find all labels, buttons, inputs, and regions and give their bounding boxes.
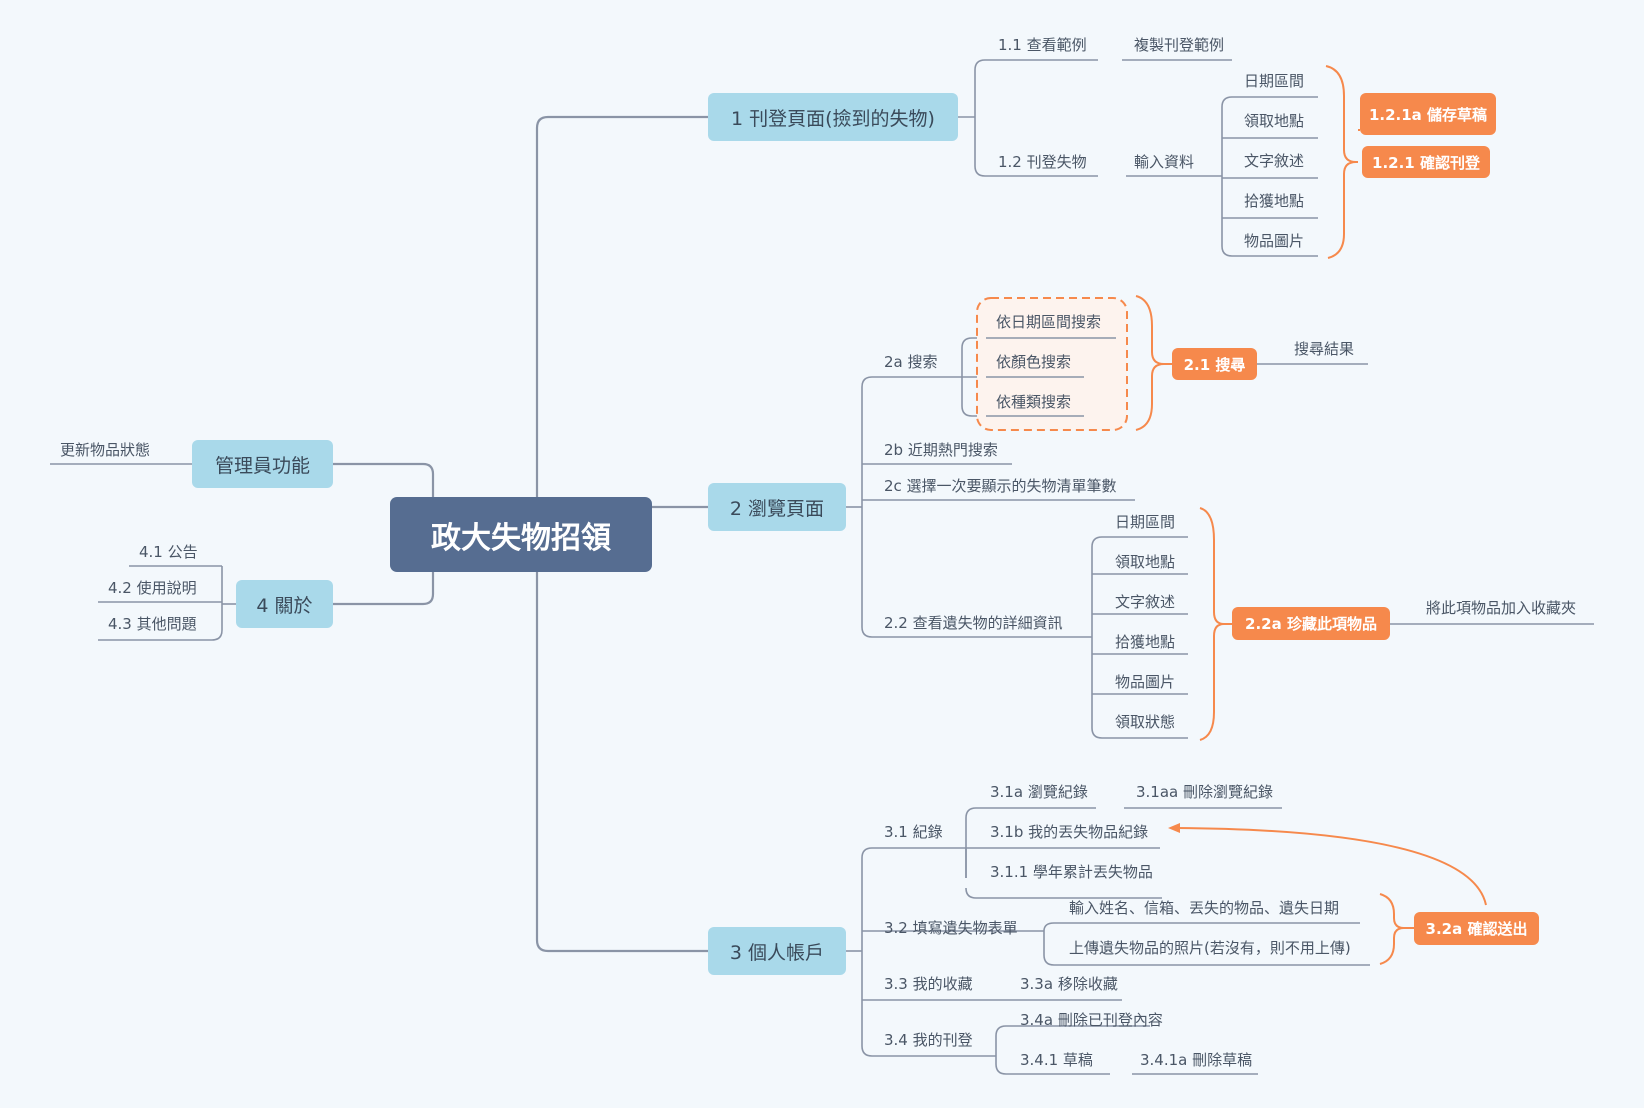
fill-lost-form[interactable]: 3.2 填寫遺失物表單 [884,919,1018,937]
delete-browse-history[interactable]: 3.1aa 刪除瀏覽紀錄 [1136,783,1274,801]
my-lost-items-record[interactable]: 3.1b 我的丟失物品紀錄 [990,823,1149,841]
branch-admin-functions[interactable]: 管理員功能 [192,440,333,488]
form-input-info[interactable]: 輸入姓名、信箱、丟失的物品、遺失日期 [1069,899,1340,917]
search-category[interactable]: 2a 搜索 [884,353,938,371]
detail-field-pickup-status[interactable]: 領取狀態 [1115,713,1176,731]
view-item-details[interactable]: 2.2 查看遺失物的詳細資訊 [884,614,1063,632]
about-instructions[interactable]: 4.2 使用說明 [108,579,197,597]
detail-field-found-location[interactable]: 拾獲地點 [1115,633,1176,651]
records[interactable]: 3.1 紀錄 [884,823,943,841]
confirm-submit-button[interactable]: 3.2a 確認送出 [1414,912,1539,945]
remove-favorite[interactable]: 3.3a 移除收藏 [1020,975,1118,993]
choose-list-count[interactable]: 2c 選擇一次要顯示的失物清單筆數 [884,477,1117,495]
detail-field-item-photo[interactable]: 物品圖片 [1115,673,1176,691]
browse-history[interactable]: 3.1a 瀏覽紀錄 [990,783,1088,801]
detail-field-date-range[interactable]: 日期區間 [1115,513,1176,531]
yearly-lost-items[interactable]: 3.1.1 學年累計丟失物品 [990,863,1153,881]
search-results[interactable]: 搜尋結果 [1294,340,1355,358]
detail-field-description[interactable]: 文字敘述 [1115,593,1176,611]
search-button[interactable]: 2.1 搜尋 [1172,348,1257,380]
add-to-favorites[interactable]: 將此項物品加入收藏夾 [1426,599,1577,617]
my-posts[interactable]: 3.4 我的刊登 [884,1031,973,1049]
recent-hot-searches[interactable]: 2b 近期熱門搜索 [884,441,998,459]
confirm-post-button[interactable]: 1.2.1 確認刊登 [1362,146,1490,178]
delete-draft[interactable]: 3.4.1a 刪除草稿 [1140,1051,1253,1069]
root-topic[interactable]: 政大失物招領 [390,497,652,572]
input-data[interactable]: 輸入資料 [1134,153,1195,171]
post-lost-item[interactable]: 1.2 刊登失物 [998,153,1087,171]
detail-field-pickup-location[interactable]: 領取地點 [1115,553,1176,571]
drafts[interactable]: 3.4.1 草稿 [1020,1051,1093,1069]
about-other-questions[interactable]: 4.3 其他問題 [108,615,197,633]
view-example[interactable]: 1.1 查看範例 [998,36,1087,54]
form-upload-photo[interactable]: 上傳遺失物品的照片(若沒有，則不用上傳) [1069,939,1351,957]
post-field-found-location[interactable]: 拾獲地點 [1244,192,1305,210]
delete-posted-content[interactable]: 3.4a 刪除已刊登內容 [1020,1011,1163,1029]
post-field-pickup-location[interactable]: 領取地點 [1244,112,1305,130]
branch-4-about[interactable]: 4 關於 [236,580,333,628]
admin-update-status[interactable]: 更新物品狀態 [60,441,151,459]
post-field-date-range[interactable]: 日期區間 [1244,72,1305,90]
post-field-item-photo[interactable]: 物品圖片 [1244,232,1305,250]
branch-3-personal-account[interactable]: 3 個人帳戶 [708,927,846,975]
copy-example[interactable]: 複製刊登範例 [1134,36,1225,54]
post-field-description[interactable]: 文字敘述 [1244,152,1305,170]
search-by-color[interactable]: 依顏色搜索 [996,353,1072,371]
search-by-date-range[interactable]: 依日期區間搜索 [996,313,1102,331]
save-draft-button[interactable]: 1.2.1a 儲存草稿 [1360,93,1496,135]
branch-1-post-page[interactable]: 1 刊登頁面(撿到的失物) [708,93,958,141]
favorite-item-button[interactable]: 2.2a 珍藏此項物品 [1232,607,1390,640]
about-announcement[interactable]: 4.1 公告 [139,543,198,561]
my-favorites[interactable]: 3.3 我的收藏 [884,975,973,993]
branch-2-browse-page[interactable]: 2 瀏覽頁面 [708,483,846,531]
search-by-type[interactable]: 依種類搜索 [996,393,1072,411]
